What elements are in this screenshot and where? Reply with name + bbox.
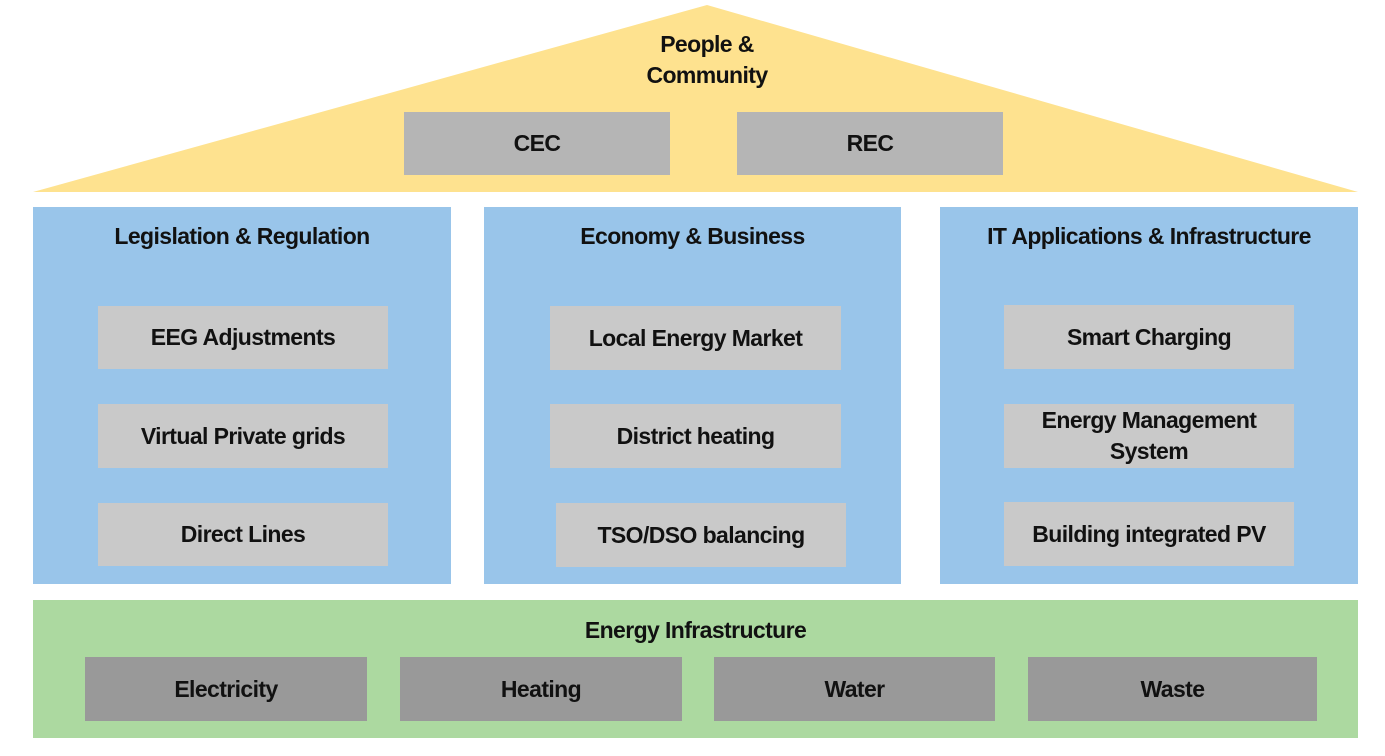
pillar-item: Virtual Private grids: [98, 404, 388, 468]
foundation-item: Heating: [400, 657, 682, 721]
pillar-item: Energy Management System: [1004, 404, 1294, 468]
roof-triangle: [33, 5, 1358, 192]
pillar-title: Legislation & Regulation: [114, 222, 370, 249]
roof-box-rec: REC: [737, 112, 1003, 175]
pillar-item: Local Energy Market: [550, 306, 841, 370]
foundation-item: Electricity: [85, 657, 367, 721]
pillar-item: District heating: [550, 404, 841, 468]
pillar-title: Economy & Business: [580, 222, 805, 249]
roof-box-cec: CEC: [404, 112, 670, 175]
pillar-item: Direct Lines: [98, 503, 388, 566]
pillar-item: Smart Charging: [1004, 305, 1294, 369]
pillar-item: Building integrated PV: [1004, 502, 1294, 566]
foundation-title: Energy Infrastructure: [584, 616, 807, 643]
roof-title-line1: People &: [660, 31, 754, 57]
roof-title-line2: Community: [646, 62, 768, 88]
pillar-item: TSO/DSO balancing: [556, 503, 846, 567]
foundation-item: Waste: [1028, 657, 1317, 721]
roof-title: People & Community: [560, 28, 854, 92]
foundation-item: Water: [714, 657, 995, 721]
pillar-title: IT Applications & Infrastructure: [987, 222, 1311, 249]
pillar-item: EEG Adjustments: [98, 306, 388, 369]
